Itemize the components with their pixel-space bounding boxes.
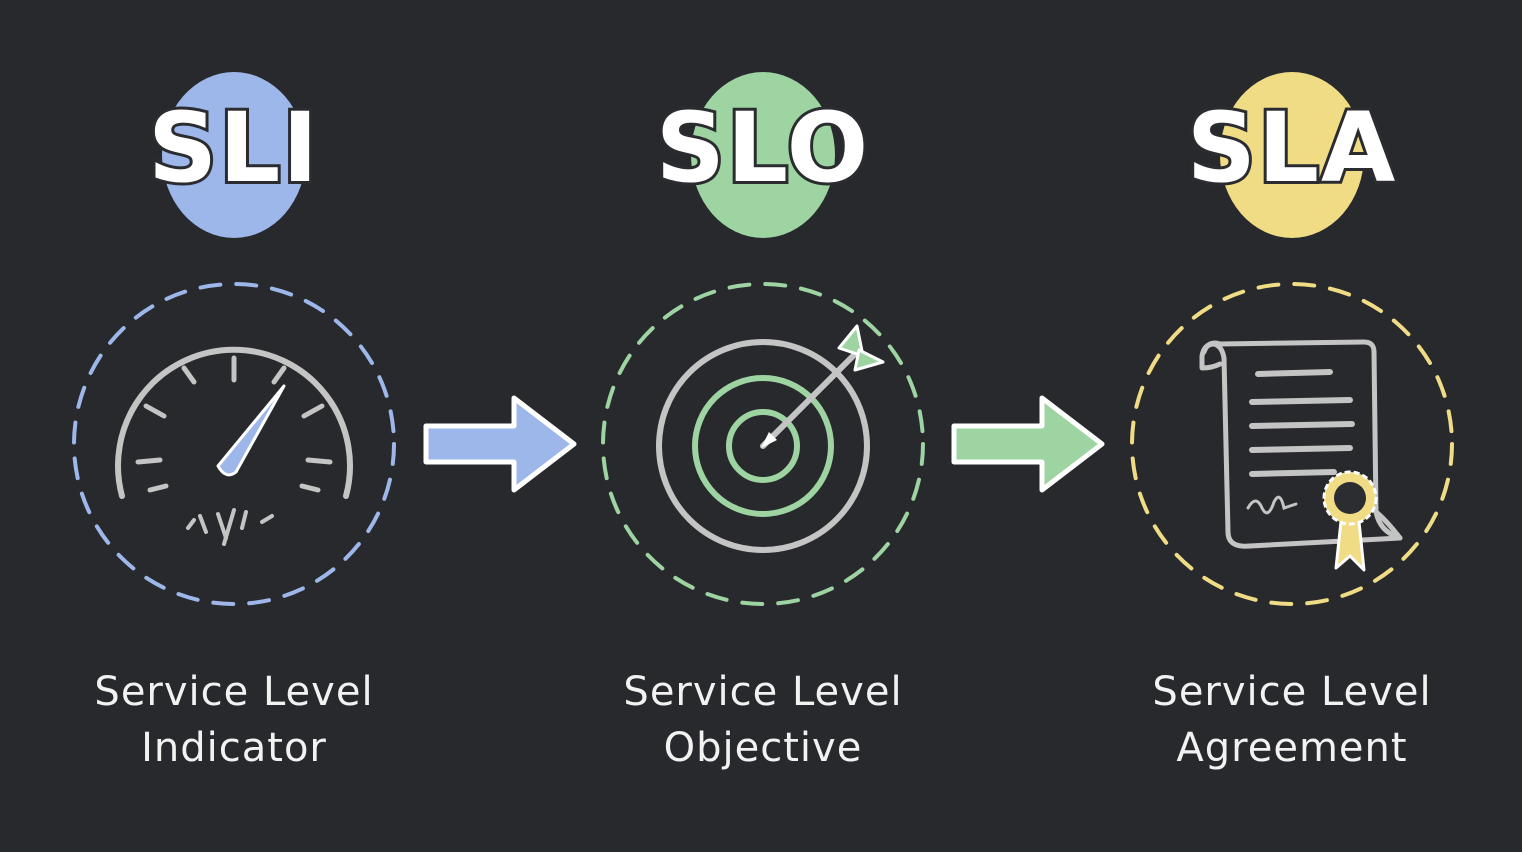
sla-color-blob <box>1220 72 1364 238</box>
sli-color-blob <box>162 72 306 238</box>
arrow-right-icon <box>423 395 577 493</box>
slo-label: Service Level Objective <box>563 664 963 776</box>
sli-column: SLI <box>34 0 434 852</box>
sli-icon-circle <box>66 276 402 612</box>
slo-label-line2: Objective <box>663 725 863 771</box>
arrow-right-icon <box>951 395 1105 493</box>
sli-label-line2: Indicator <box>141 725 327 771</box>
certificate-scroll-icon <box>1130 282 1454 606</box>
arrow-slo-to-sla <box>948 392 1108 496</box>
sli-label-line1: Service Level <box>94 669 374 715</box>
sla-icon-circle <box>1124 276 1460 612</box>
arrow-sli-to-slo <box>420 392 580 496</box>
sla-label-line1: Service Level <box>1152 669 1432 715</box>
target-icon <box>601 282 925 606</box>
sla-acronym: SLA <box>1184 92 1399 204</box>
slo-column: SLO Service Level Objective <box>563 0 963 852</box>
sla-column: SLA <box>1092 0 1492 852</box>
slo-acronym: SLO <box>653 92 872 204</box>
speedometer-icon <box>72 282 396 606</box>
sla-label: Service Level Agreement <box>1092 664 1492 776</box>
sla-label-line2: Agreement <box>1176 725 1408 771</box>
sli-label: Service Level Indicator <box>34 664 434 776</box>
slo-icon-circle <box>595 276 931 612</box>
sli-acronym: SLI <box>145 92 321 204</box>
slo-label-line1: Service Level <box>623 669 903 715</box>
slo-color-blob <box>691 72 835 238</box>
